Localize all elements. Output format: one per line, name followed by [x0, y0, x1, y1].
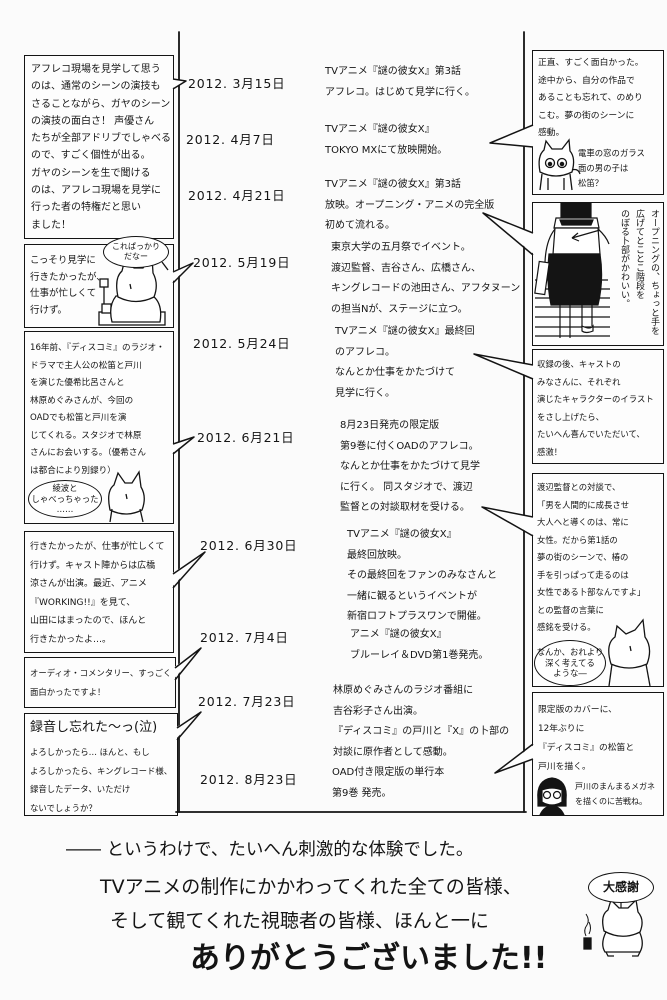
left-note-text: 行きたかったが、仕事が忙しくて 行けず。キャスト陣からは広橋 涼さんが出演。最近… — [30, 542, 165, 645]
closing-line-3: そして観てくれた視聴者の皆様、ほんと一に — [110, 910, 489, 932]
right-note-text: 正直、すごく面白かった。 途中から、自分の作品で あることも忘れて、のめり こむ… — [538, 58, 644, 138]
left-note-box-1: アフレコ現場を見学して思う のは、通常のシーンの演技も さることながら、ガヤのシ… — [24, 55, 174, 239]
right-note-subtext: 電車の窓のガラス 面の男の子は 松笛？ — [578, 148, 645, 188]
left-note-text: こっそり見学に 行きたかったが、 仕事が忙しくて 行けず。 — [30, 255, 106, 316]
timeline-date: 2012. 8月23日 — [200, 772, 298, 787]
timeline-date: 2012. 6月30日 — [200, 538, 298, 553]
right-note-text: 渡辺監督との対談で、 「男を人間的に成長させ 大人へと導くのは、常に 女性。だか… — [537, 482, 646, 632]
right-note-box-5: 限定版のカバーに、 12年ぶりに 『ディスコミ』の松笛と 戸川を描く。 戸川のま… — [532, 692, 664, 816]
left-note-box-5: オーディオ・コメンタリー、すっごく 面白かったですよ！ — [24, 657, 176, 708]
timeline-event: 林原めぐみさんのラジオ番組に 吉谷彩子さん出演。 『ディスコミ』の戸川と『X』の… — [333, 685, 510, 758]
left-note-text: よろしかったら… ほんと、もし よろしかったら、キングレコード様、 録音したデー… — [30, 747, 173, 813]
timeline-event: OAD付き限定版の単行本 第9巻 発売。 — [332, 767, 445, 799]
timeline-date: 2012. 6月21日 — [197, 430, 295, 445]
right-note-vertical-text: オープニングの、ちょっと手を 広げてとことこ階段を のぼる卜部がかわいい。 — [619, 209, 659, 335]
timeline-event: 8月23日発売の限定版 第9巻に付くOADのアフレコ。 なんとか仕事をかたづけて… — [340, 420, 480, 513]
timeline-date: 2012. 7月23日 — [198, 694, 296, 709]
right-note-box-1: 正直、すごく面白かった。 途中から、自分の作品で あることも忘れて、のめり こむ… — [532, 50, 664, 195]
thank-you-bubble: 大感謝 — [588, 872, 654, 903]
timeline-event: TVアニメ『謎の彼女X』第3話 放映。オープニング・アニメの完全版 初めて流れる… — [325, 179, 495, 231]
right-note-box-3: 収録の後、キャストの みなさんに、それぞれ 演じたキャラクターのイラスト をさし… — [532, 349, 664, 464]
left-note-box-4: 行きたかったが、仕事が忙しくて 行けず。キャスト陣からは広橋 涼さんが出演。最近… — [24, 531, 174, 653]
timeline-date: 2012. 4月7日 — [186, 132, 275, 147]
timeline-date: 2012. 7月4日 — [200, 630, 289, 645]
left-note-text: 16年前、『ディスコミ』のラジオ・ ドラマで主人公の松笛と戸川 を演じた優希比呂… — [30, 343, 165, 476]
thought-bubble: なんか、おれより 深く考えてる ような― — [534, 640, 606, 686]
thank-you-heading: ありがとうございました!! — [190, 941, 548, 976]
right-note-text: 収録の後、キャストの みなさんに、それぞれ 演じたキャラクターのイラスト をさし… — [537, 359, 654, 457]
timeline-date: 2012. 4月21日 — [188, 188, 286, 203]
thought-bubble: これぱっかり だなー — [103, 236, 169, 268]
closing-line-2: TVアニメの制作にかかわってくれた全ての皆様、 — [100, 876, 522, 898]
timeline-event: TVアニメ『謎の彼女X』 TOKYO MXにて放映開始。 — [325, 124, 448, 156]
timeline-event: 東京大学の五月祭でイベント。 渡辺監督、吉谷さん、広橋さん、 キングレコードの池… — [331, 242, 521, 315]
timeline-event: TVアニメ『謎の彼女X』第3話 アフレコ。はじめて見学に行く。 — [325, 66, 475, 98]
thought-bubble: 綾波と しゃべっちゃった …… — [28, 480, 102, 518]
timeline-date: 2012. 5月24日 — [193, 336, 291, 351]
left-note-title: 録音し忘れた〜っ(泣) — [30, 720, 158, 735]
timeline-event: TVアニメ『謎の彼女X』最終回 のアフレコ。 なんとか仕事をかたづけて 見学に行… — [335, 326, 475, 399]
timeline-event: アニメ『謎の彼女X』 ブルーレイ＆DVD第1巻発売。 — [350, 629, 489, 661]
timeline-event: TVアニメ『謎の彼女X』 最終回放映。 その最終回をファンのみなさんと 一緒に観… — [347, 529, 497, 622]
timeline-date: 2012. 5月19日 — [193, 255, 291, 270]
thankful-cat-illustration — [583, 898, 643, 957]
closing-line-1: ―― というわけで、たいへん刺激的な体験でした。 — [66, 840, 474, 860]
right-note-box-2-illustration: オープニングの、ちょっと手を 広げてとことこ階段を のぼる卜部がかわいい。 — [532, 202, 664, 346]
left-note-text: アフレコ現場を見学して思う のは、通常のシーンの演技も さることながら、ガヤのシ… — [31, 64, 171, 231]
left-note-text: オーディオ・コメンタリー、すっごく 面白かったですよ！ — [30, 668, 172, 697]
right-note-subtext: 戸川のまんまるメガネ を描くのに苦戦ね。 — [575, 782, 655, 806]
right-note-text: 限定版のカバーに、 12年ぶりに 『ディスコミ』の松笛と 戸川を描く。 — [538, 705, 635, 772]
timeline-date: 2012. 3月15日 — [188, 76, 286, 91]
left-note-box-6: 録音し忘れた〜っ(泣) よろしかったら… ほんと、もし よろしかったら、キングレ… — [24, 713, 178, 816]
